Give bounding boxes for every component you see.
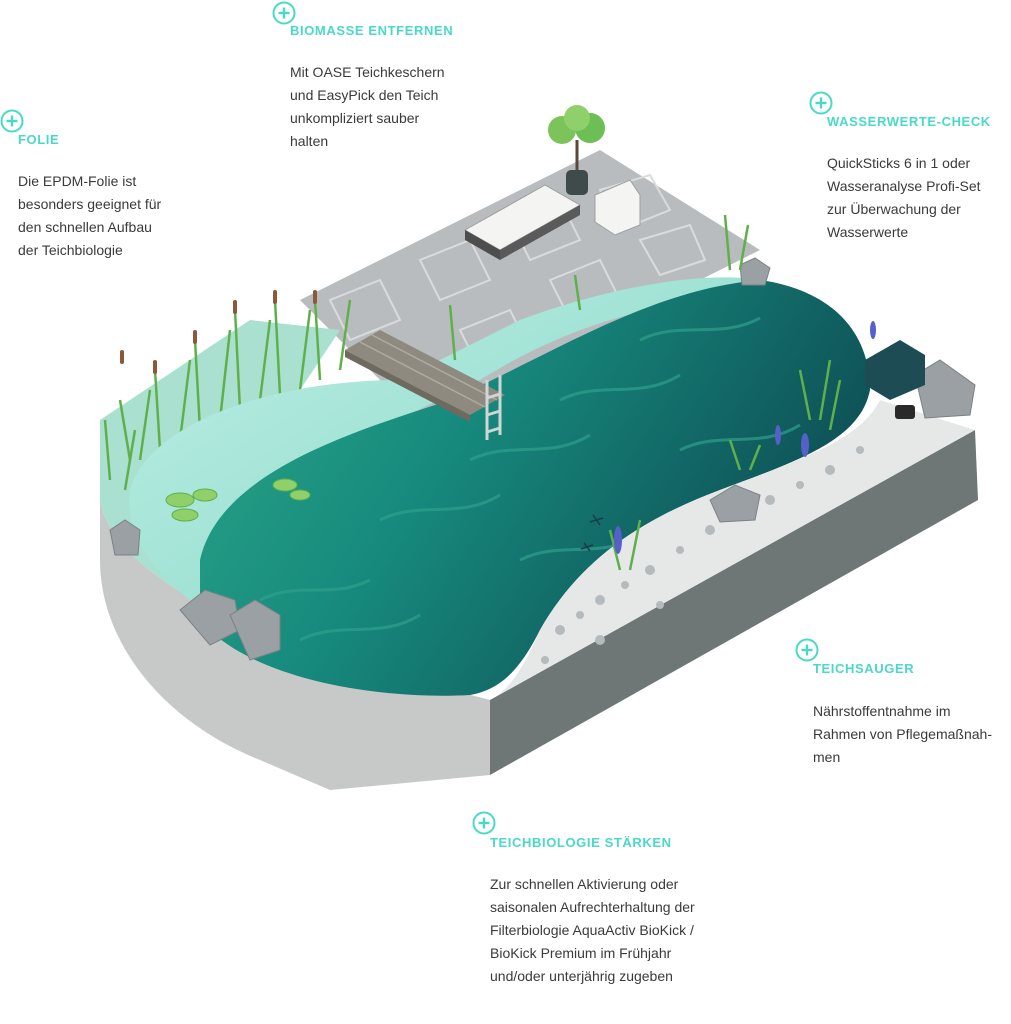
description-line: und/oder unterjährig zugeben — [490, 968, 673, 984]
reeds — [103, 299, 352, 491]
plus-circle-icon[interactable] — [0, 109, 24, 133]
potted-tree — [548, 105, 605, 195]
description-line: halten — [290, 133, 329, 149]
plus-circle-icon[interactable] — [809, 91, 833, 115]
description-line: und EasyPick den Teich — [290, 87, 439, 103]
hotspot-description: QuickSticks 6 in 1 oder Wasseranalyse Pr… — [827, 152, 981, 244]
hotspot-description: Mit OASE Teichkeschern und EasyPick den … — [290, 61, 445, 153]
hotspot-description: Nährstoffentnahme im Rahmen von Pflegema… — [813, 700, 992, 769]
description-line: Zur schnellen Aktivierung oder — [490, 876, 679, 892]
plus-circle-icon[interactable] — [472, 811, 496, 835]
wooden-dock — [345, 330, 505, 422]
water-lilies — [165, 478, 311, 522]
purple-flowers — [614, 321, 876, 554]
hotspot-description: Die EPDM-Folie ist besonders geeignet fü… — [18, 170, 161, 262]
description-line: Filterbiologie AquaActiv BioKick / — [490, 922, 694, 938]
pond-side-wall — [490, 430, 978, 775]
description-line: Mit OASE Teichkeschern — [290, 64, 445, 80]
deep-water — [200, 280, 870, 696]
description-line: zur Überwachung der — [827, 201, 961, 217]
shallow-water — [129, 277, 761, 660]
description-line: besonders geeignet für — [18, 196, 162, 212]
hotspot-title: WASSERWERTE-CHECK — [827, 114, 991, 129]
description-line: den schnellen Aufbau — [18, 219, 152, 235]
description-line: Rahmen von Pflegemaßnah- — [813, 726, 992, 742]
marginal-plants — [448, 214, 842, 571]
cattails — [120, 290, 317, 374]
description-line: unkompliziert sauber — [290, 110, 420, 126]
gravel-border — [490, 400, 975, 700]
description-line: der Teichbiologie — [18, 242, 123, 258]
description-line: Die EPDM-Folie ist — [18, 173, 137, 189]
lounge-sofa — [463, 179, 641, 260]
description-line: men — [813, 749, 841, 765]
water-caustics — [259, 316, 801, 642]
description-line: saisonalen Aufrechterhaltung der — [490, 899, 695, 915]
rocks-left — [109, 519, 281, 661]
description-line: Wasserwerte — [827, 224, 909, 240]
hotspot-title: FOLIE — [18, 132, 60, 147]
rocks-right — [709, 257, 976, 523]
pool-ladder — [485, 375, 502, 440]
description-line: BioKick Premium im Frühjahr — [490, 945, 672, 961]
description-line: Nährstoffentnahme im — [813, 703, 951, 719]
hotspot-title: BIOMASSE ENTFERNEN — [290, 23, 454, 38]
pond-front-wall — [100, 500, 490, 790]
description-line: QuickSticks 6 in 1 oder — [827, 155, 971, 171]
description-line: Wasseranalyse Profi-Set — [827, 178, 981, 194]
pond-filter-device — [865, 340, 925, 419]
hotspot-title: TEICHBIOLOGIE STÄRKEN — [490, 835, 672, 850]
hotspot-title: TEICHSAUGER — [813, 661, 915, 676]
plus-circle-icon[interactable] — [795, 638, 819, 662]
plus-circle-icon[interactable] — [272, 1, 296, 25]
dragonflies — [580, 514, 604, 552]
hotspot-description: Zur schnellen Aktivierung oder saisonale… — [490, 873, 695, 988]
